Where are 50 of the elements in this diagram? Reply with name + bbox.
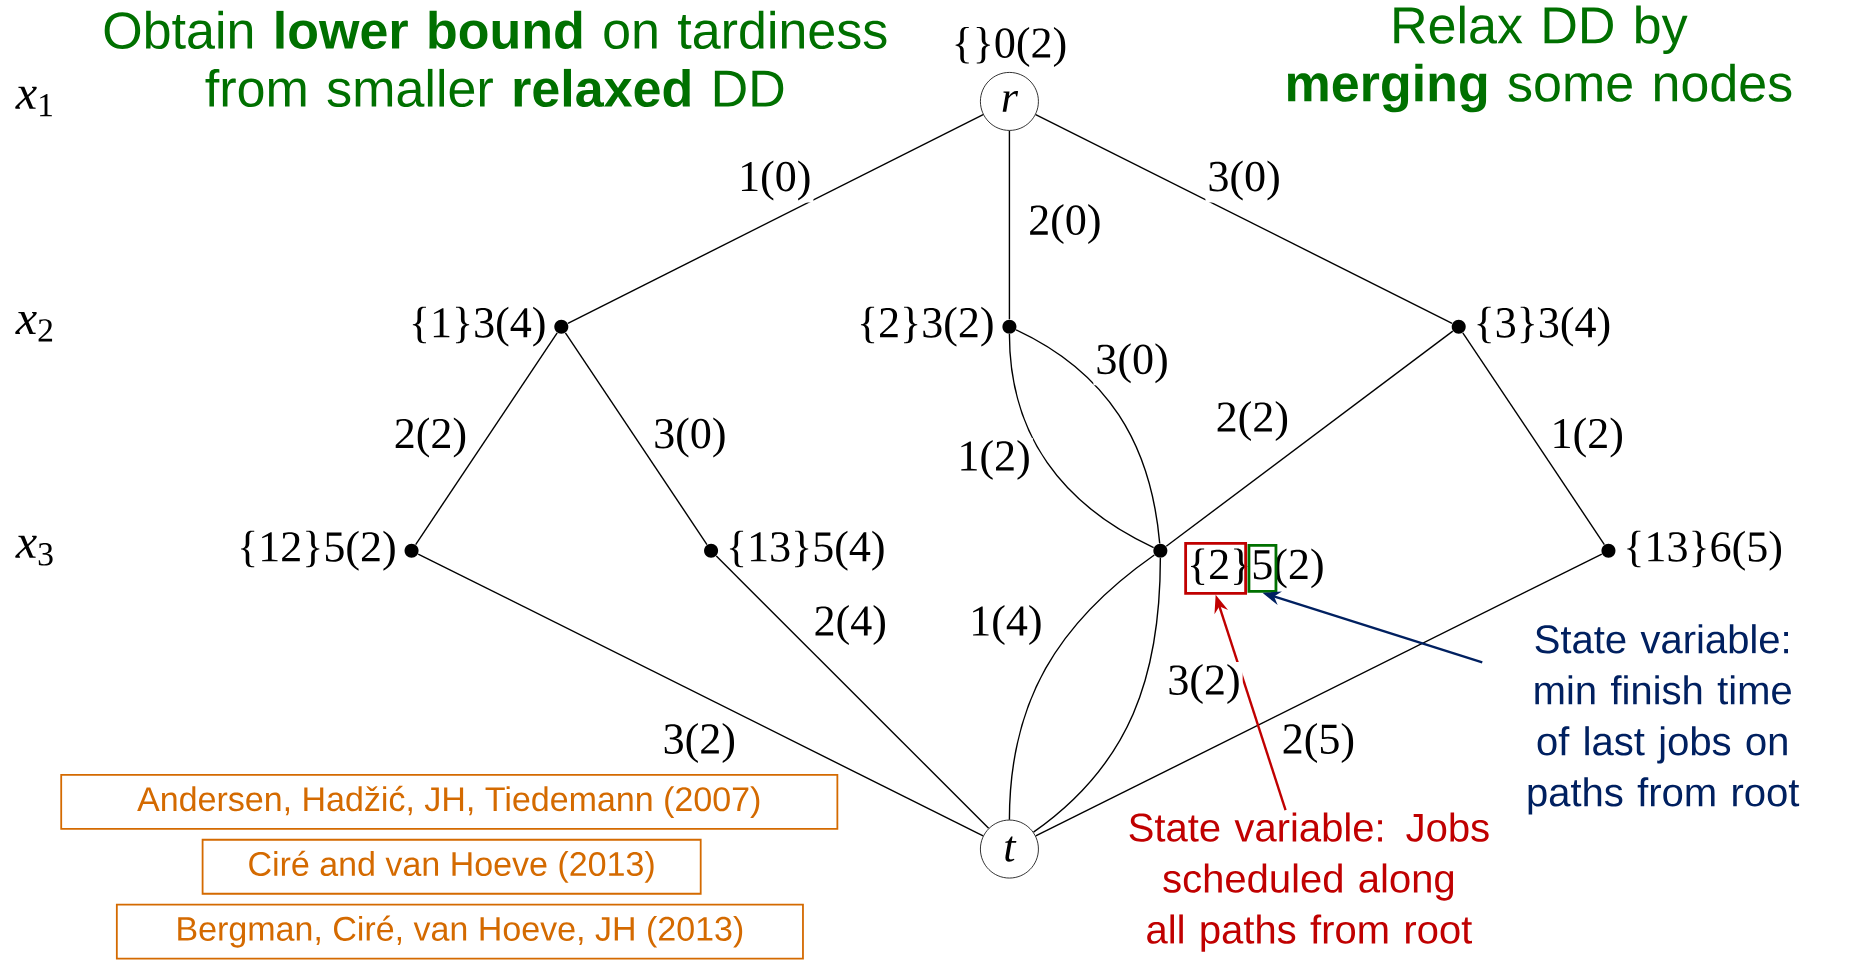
state-label: {13}6(5) (1627, 530, 1781, 571)
reference-box: Ciré and van Hoeve (2013) (201, 838, 702, 895)
layer-label: x$_{3}$ (15, 535, 53, 566)
arc (1008, 129, 1011, 320)
edge-label: 2(4) (811, 602, 889, 647)
edge-label: 1(2) (1548, 415, 1626, 460)
dot (1451, 319, 1466, 334)
state-label: {13}5(4) (729, 530, 884, 571)
edge-label: 1(4) (967, 602, 1045, 647)
layer-label: x$_{1}$ (15, 86, 52, 116)
reference-box: Bergman, Ciré, van Hoeve, JH (2013) (115, 903, 804, 960)
edge-label: 3(0) (1205, 158, 1283, 203)
heading-text: Obtain lower bound on tardiness from smaller relaxed DD (104, 10, 887, 107)
annotation-text: State variable: Jobs scheduled along all paths from root (1129, 812, 1489, 952)
arc (1035, 553, 1603, 837)
arc (1165, 330, 1454, 547)
dot (1002, 319, 1017, 334)
arc (414, 331, 558, 546)
state-label: {}0(2) (955, 26, 1066, 67)
dot (554, 319, 569, 334)
edge-label: 1(2) (955, 437, 1033, 482)
dot (704, 543, 719, 558)
edge-label: 2(2) (391, 415, 470, 460)
layer-label: x$_{2}$ (15, 311, 53, 342)
edge-label: 2(2) (1213, 398, 1291, 443)
edge-label: 2(5) (1279, 720, 1358, 765)
edge-label: 1(0) (736, 158, 814, 203)
annotation-text: State variable: min finish time of last jobs on paths from root (1528, 623, 1800, 815)
arc (1008, 554, 1155, 821)
dot (1601, 543, 1616, 558)
edge-label: 2(0) (1026, 201, 1104, 246)
arc (1462, 331, 1606, 546)
arc (1032, 557, 1162, 833)
reference-box: Andersen, Hadžić, JH, Tiedemann (2007) (60, 773, 839, 830)
dot (404, 543, 419, 558)
arc (417, 553, 984, 837)
arc (1035, 113, 1453, 324)
arc (567, 113, 984, 324)
edge-label: 3(0) (651, 415, 729, 460)
dot (1153, 543, 1168, 558)
arc (564, 331, 708, 546)
edge-label: 3(2) (1165, 661, 1243, 706)
state-label: {1}3(4) (412, 306, 545, 347)
arc (715, 555, 990, 829)
state-label: {12}5(2) (241, 530, 395, 571)
edge-label: 3(2) (660, 720, 738, 765)
edge-label: 3(0) (1093, 341, 1171, 385)
state-label: {3}3(4) (1477, 306, 1610, 347)
heading-text: Relax DD by merging some nodes (1287, 5, 1792, 113)
state-label: {2}3(2) (860, 306, 993, 347)
